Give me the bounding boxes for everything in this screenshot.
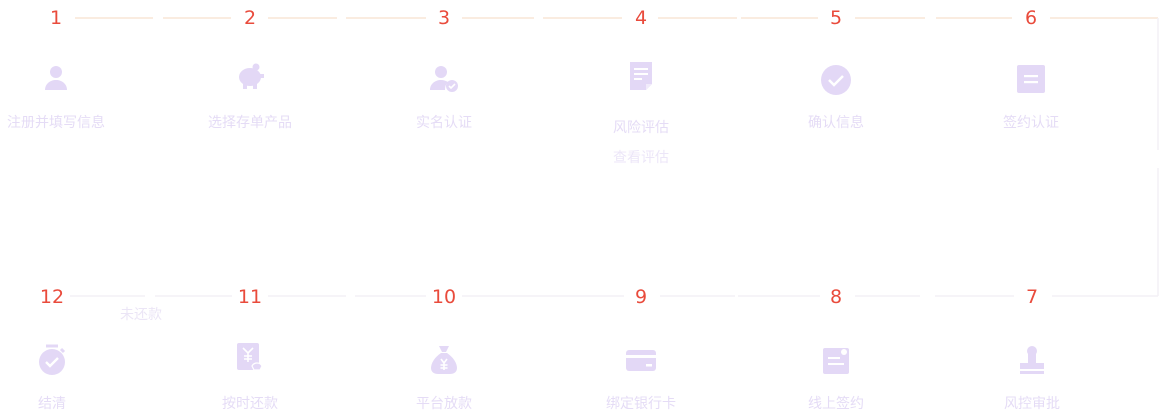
user-icon [40, 62, 72, 94]
stamp-icon [1016, 344, 1048, 376]
side-note: 未还款 [120, 307, 162, 323]
sign-icon [820, 344, 852, 376]
step-number: 10 [431, 286, 457, 308]
step-label: 按时还款 [222, 396, 278, 412]
step-number: 5 [829, 7, 843, 29]
step-number: 12 [39, 286, 65, 308]
step-label: 线上签约 [808, 396, 864, 412]
step-label: 平台放款 [416, 396, 472, 412]
step-number: 8 [829, 286, 843, 308]
step-label: 结清 [38, 396, 66, 412]
money-bag-icon [428, 344, 460, 376]
step-sublabel: 查看评估 [613, 150, 669, 166]
check-circle-icon [820, 64, 852, 96]
step-number: 3 [437, 7, 451, 29]
step-number: 9 [634, 286, 648, 308]
bank-card-icon [625, 344, 657, 376]
step-number: 4 [634, 7, 648, 29]
repayment-icon [234, 342, 266, 374]
step-number: 7 [1025, 286, 1039, 308]
step-label: 风险评估 [613, 120, 669, 136]
document-icon [625, 60, 657, 92]
step-label: 选择存单产品 [208, 115, 292, 131]
step-number: 1 [49, 7, 63, 29]
piggy-bank-icon [234, 60, 266, 92]
step-label: 绑定银行卡 [606, 396, 676, 412]
step-label: 签约认证 [1003, 115, 1059, 131]
step-label: 注册并填写信息 [7, 115, 105, 131]
user-verified-icon [428, 62, 460, 94]
contract-icon [1015, 63, 1047, 95]
step-number: 11 [237, 286, 263, 308]
step-number: 2 [243, 7, 257, 29]
step-label: 实名认证 [416, 115, 472, 131]
step-label: 风控审批 [1004, 396, 1060, 412]
step-number: 6 [1024, 7, 1038, 29]
timer-check-icon [36, 344, 68, 376]
step-label: 确认信息 [808, 115, 864, 131]
